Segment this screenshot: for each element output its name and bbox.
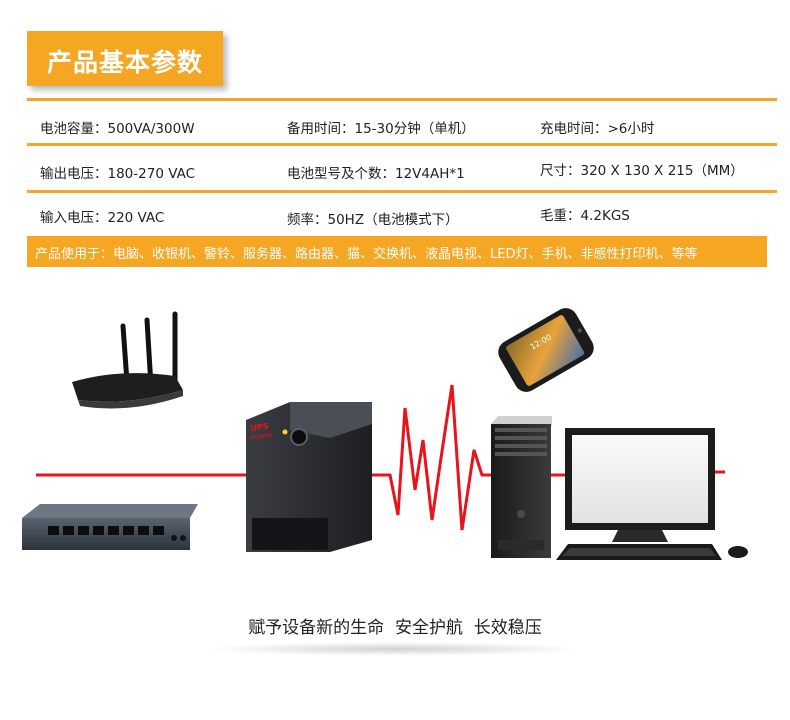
device-scene: UPS POWER 12:00	[22, 308, 748, 560]
spec-capacity: 电池容量：500VA/300W	[40, 121, 195, 137]
page-title: 产品基本参数	[47, 48, 204, 77]
keyboard	[556, 544, 722, 560]
spec-frequency: 频率：50HZ（电池模式下）	[287, 212, 459, 228]
spec-input-voltage: 输入电压：220 VAC	[40, 210, 165, 226]
divider	[27, 98, 777, 101]
pc-tower	[491, 416, 552, 558]
usage-text: 产品使用于：电脑、收银机、警铃、服务器、路由器、猫、交换机、液晶电视、LED灯、…	[35, 247, 698, 262]
spec-backup-time: 备用时间：15-30分钟（单机）	[287, 121, 475, 137]
title-badge: 产品基本参数	[27, 31, 223, 86]
divider	[27, 190, 777, 193]
ups-label-top: UPS	[250, 422, 269, 433]
divider	[27, 143, 777, 146]
usage-bar: 产品使用于：电脑、收银机、警铃、服务器、路由器、猫、交换机、液晶电视、LED灯、…	[27, 236, 767, 267]
ups-label-bottom: POWER	[250, 432, 273, 442]
slogan: 赋予设备新的生命 安全护航 长效稳压	[248, 618, 542, 638]
monitor	[565, 428, 715, 542]
spec-battery-model: 电池型号及个数：12V4AH*1	[287, 166, 465, 182]
ups-unit: UPS POWER	[246, 402, 372, 552]
spec-size: 尺寸：320 X 130 X 215（MM）	[540, 163, 744, 179]
smartphone: 12:00	[498, 308, 594, 392]
mouse	[728, 546, 748, 558]
power-waveform	[372, 384, 493, 531]
slogan-shadow	[205, 642, 585, 656]
network-switch	[22, 504, 198, 550]
router	[72, 311, 183, 409]
spec-output-voltage: 输出电压：180-270 VAC	[40, 166, 195, 182]
spec-charge-time: 充电时间：>6小时	[540, 121, 655, 137]
spec-gross-weight: 毛重：4.2KGS	[540, 208, 630, 224]
